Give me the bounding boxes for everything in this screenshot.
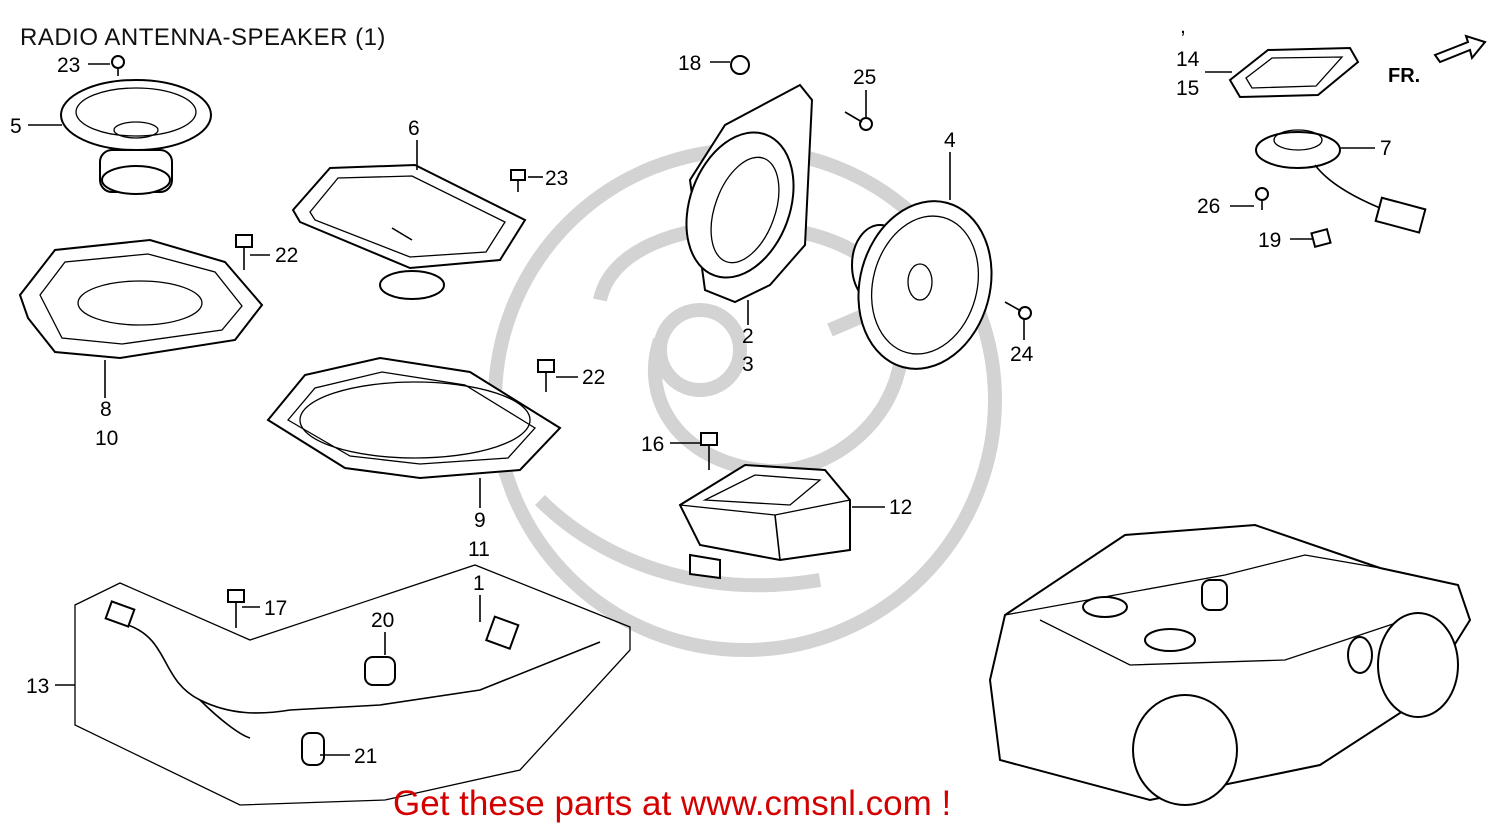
antenna-cable-13[interactable] xyxy=(74,564,631,806)
speaker-round-5[interactable] xyxy=(60,79,212,195)
amplifier-12[interactable] xyxy=(678,463,851,580)
callout-18: 18 xyxy=(678,52,701,75)
tweeter-grille-14[interactable] xyxy=(1228,46,1360,99)
callout-9: 9 xyxy=(474,509,486,532)
screw-23a[interactable] xyxy=(111,55,125,76)
front-arrow-icon: FR. xyxy=(1388,34,1487,87)
callout-19: 19 xyxy=(1258,229,1281,252)
callout-16: 16 xyxy=(641,433,664,456)
callout-5: 5 xyxy=(10,115,22,138)
callout-22a: 22 xyxy=(275,244,298,267)
speaker-bracket-8[interactable] xyxy=(18,238,264,360)
callout-7: 7 xyxy=(1380,137,1392,160)
bolt-16[interactable] xyxy=(700,432,718,470)
callout-23a: 23 xyxy=(57,54,80,77)
bolt-22a[interactable] xyxy=(235,234,253,270)
callout-6: 6 xyxy=(408,117,420,140)
bolt-22b[interactable] xyxy=(537,359,555,392)
diagram-title: RADIO ANTENNA-SPEAKER (1) xyxy=(20,24,386,51)
stray-mark: , xyxy=(1180,15,1186,38)
screw-25[interactable] xyxy=(844,111,873,131)
bolt-17[interactable] xyxy=(227,589,245,628)
screw-26[interactable] xyxy=(1255,187,1269,210)
callout-15: 15 xyxy=(1176,77,1199,100)
promo-footer-link[interactable]: Get these parts at www.cmsnl.com ! xyxy=(393,784,952,823)
callout-3: 3 xyxy=(742,353,754,376)
screw-18[interactable] xyxy=(730,55,750,75)
speaker-4[interactable] xyxy=(840,186,1010,384)
callout-8: 8 xyxy=(100,398,112,421)
callout-26: 26 xyxy=(1197,195,1220,218)
direction-label: FR. xyxy=(1388,65,1420,87)
callout-23b: 23 xyxy=(545,167,568,190)
callout-20: 20 xyxy=(371,609,394,632)
callout-10: 10 xyxy=(95,427,118,450)
callout-12: 12 xyxy=(889,496,912,519)
car-outline xyxy=(988,523,1472,806)
callout-24: 24 xyxy=(1010,343,1034,366)
speaker-oval-6[interactable] xyxy=(291,163,527,300)
callout-22b: 22 xyxy=(582,366,605,389)
speaker-mount-2[interactable] xyxy=(667,83,814,304)
callout-13: 13 xyxy=(26,675,49,698)
callout-11: 11 xyxy=(468,538,490,561)
screw-24[interactable] xyxy=(1004,301,1032,320)
callout-labels: 23 5 6 23 22 8 10 18 25 4 2 3 24 22 9 11… xyxy=(10,48,1392,768)
callout-4: 4 xyxy=(944,129,956,152)
callout-17: 17 xyxy=(264,597,287,620)
callout-21: 21 xyxy=(354,745,377,768)
clip-19[interactable] xyxy=(1310,227,1332,249)
callout-25: 25 xyxy=(853,66,876,89)
screw-23b[interactable] xyxy=(510,169,526,192)
callout-1: 1 xyxy=(473,572,485,595)
tweeter-7[interactable] xyxy=(1255,129,1427,234)
speaker-baffle-9[interactable] xyxy=(266,356,562,480)
callout-14: 14 xyxy=(1176,48,1200,71)
callout-2: 2 xyxy=(742,325,754,348)
leader-lines xyxy=(28,61,1375,756)
